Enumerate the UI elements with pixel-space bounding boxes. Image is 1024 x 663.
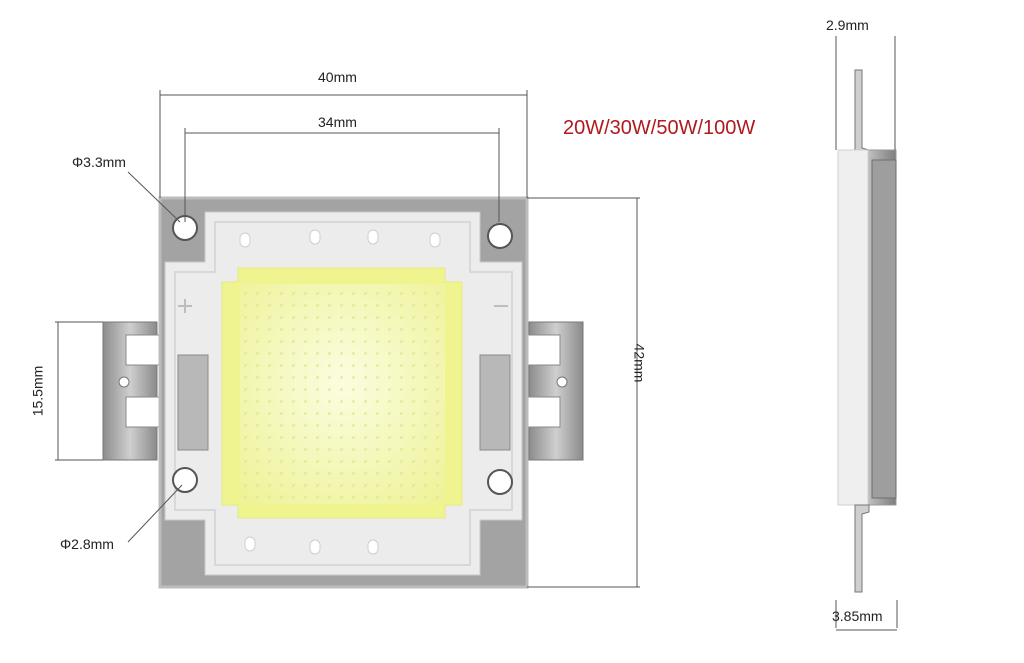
body-thickness-label: 3.85mm — [832, 608, 883, 624]
dimension-lines — [55, 90, 640, 588]
power-ratings-label: 20W/30W/50W/100W — [563, 117, 756, 139]
terminal-width-label: 15.5mm — [29, 365, 46, 417]
mount-hole-large-label: Φ3.3mm — [72, 154, 126, 170]
side-dimension-lines — [835, 36, 898, 631]
overall-width-label: 40mm — [318, 69, 357, 85]
mount-hole-small-label: Φ2.8mm — [60, 536, 114, 552]
left-terminal — [102, 321, 161, 461]
mount-hole-bottom-right — [487, 469, 513, 495]
plus-polarity-icon — [178, 299, 192, 313]
mount-hole-bottom-left — [172, 467, 198, 493]
side-view — [837, 69, 897, 593]
lead-thickness-label: 2.9mm — [826, 17, 869, 33]
mount-hole-top-right — [487, 223, 513, 249]
right-terminal — [525, 321, 584, 461]
led-pitch-label: 34mm — [318, 114, 357, 130]
overall-height-label: 42mm — [631, 343, 648, 383]
led-emitter-area — [221, 267, 463, 519]
